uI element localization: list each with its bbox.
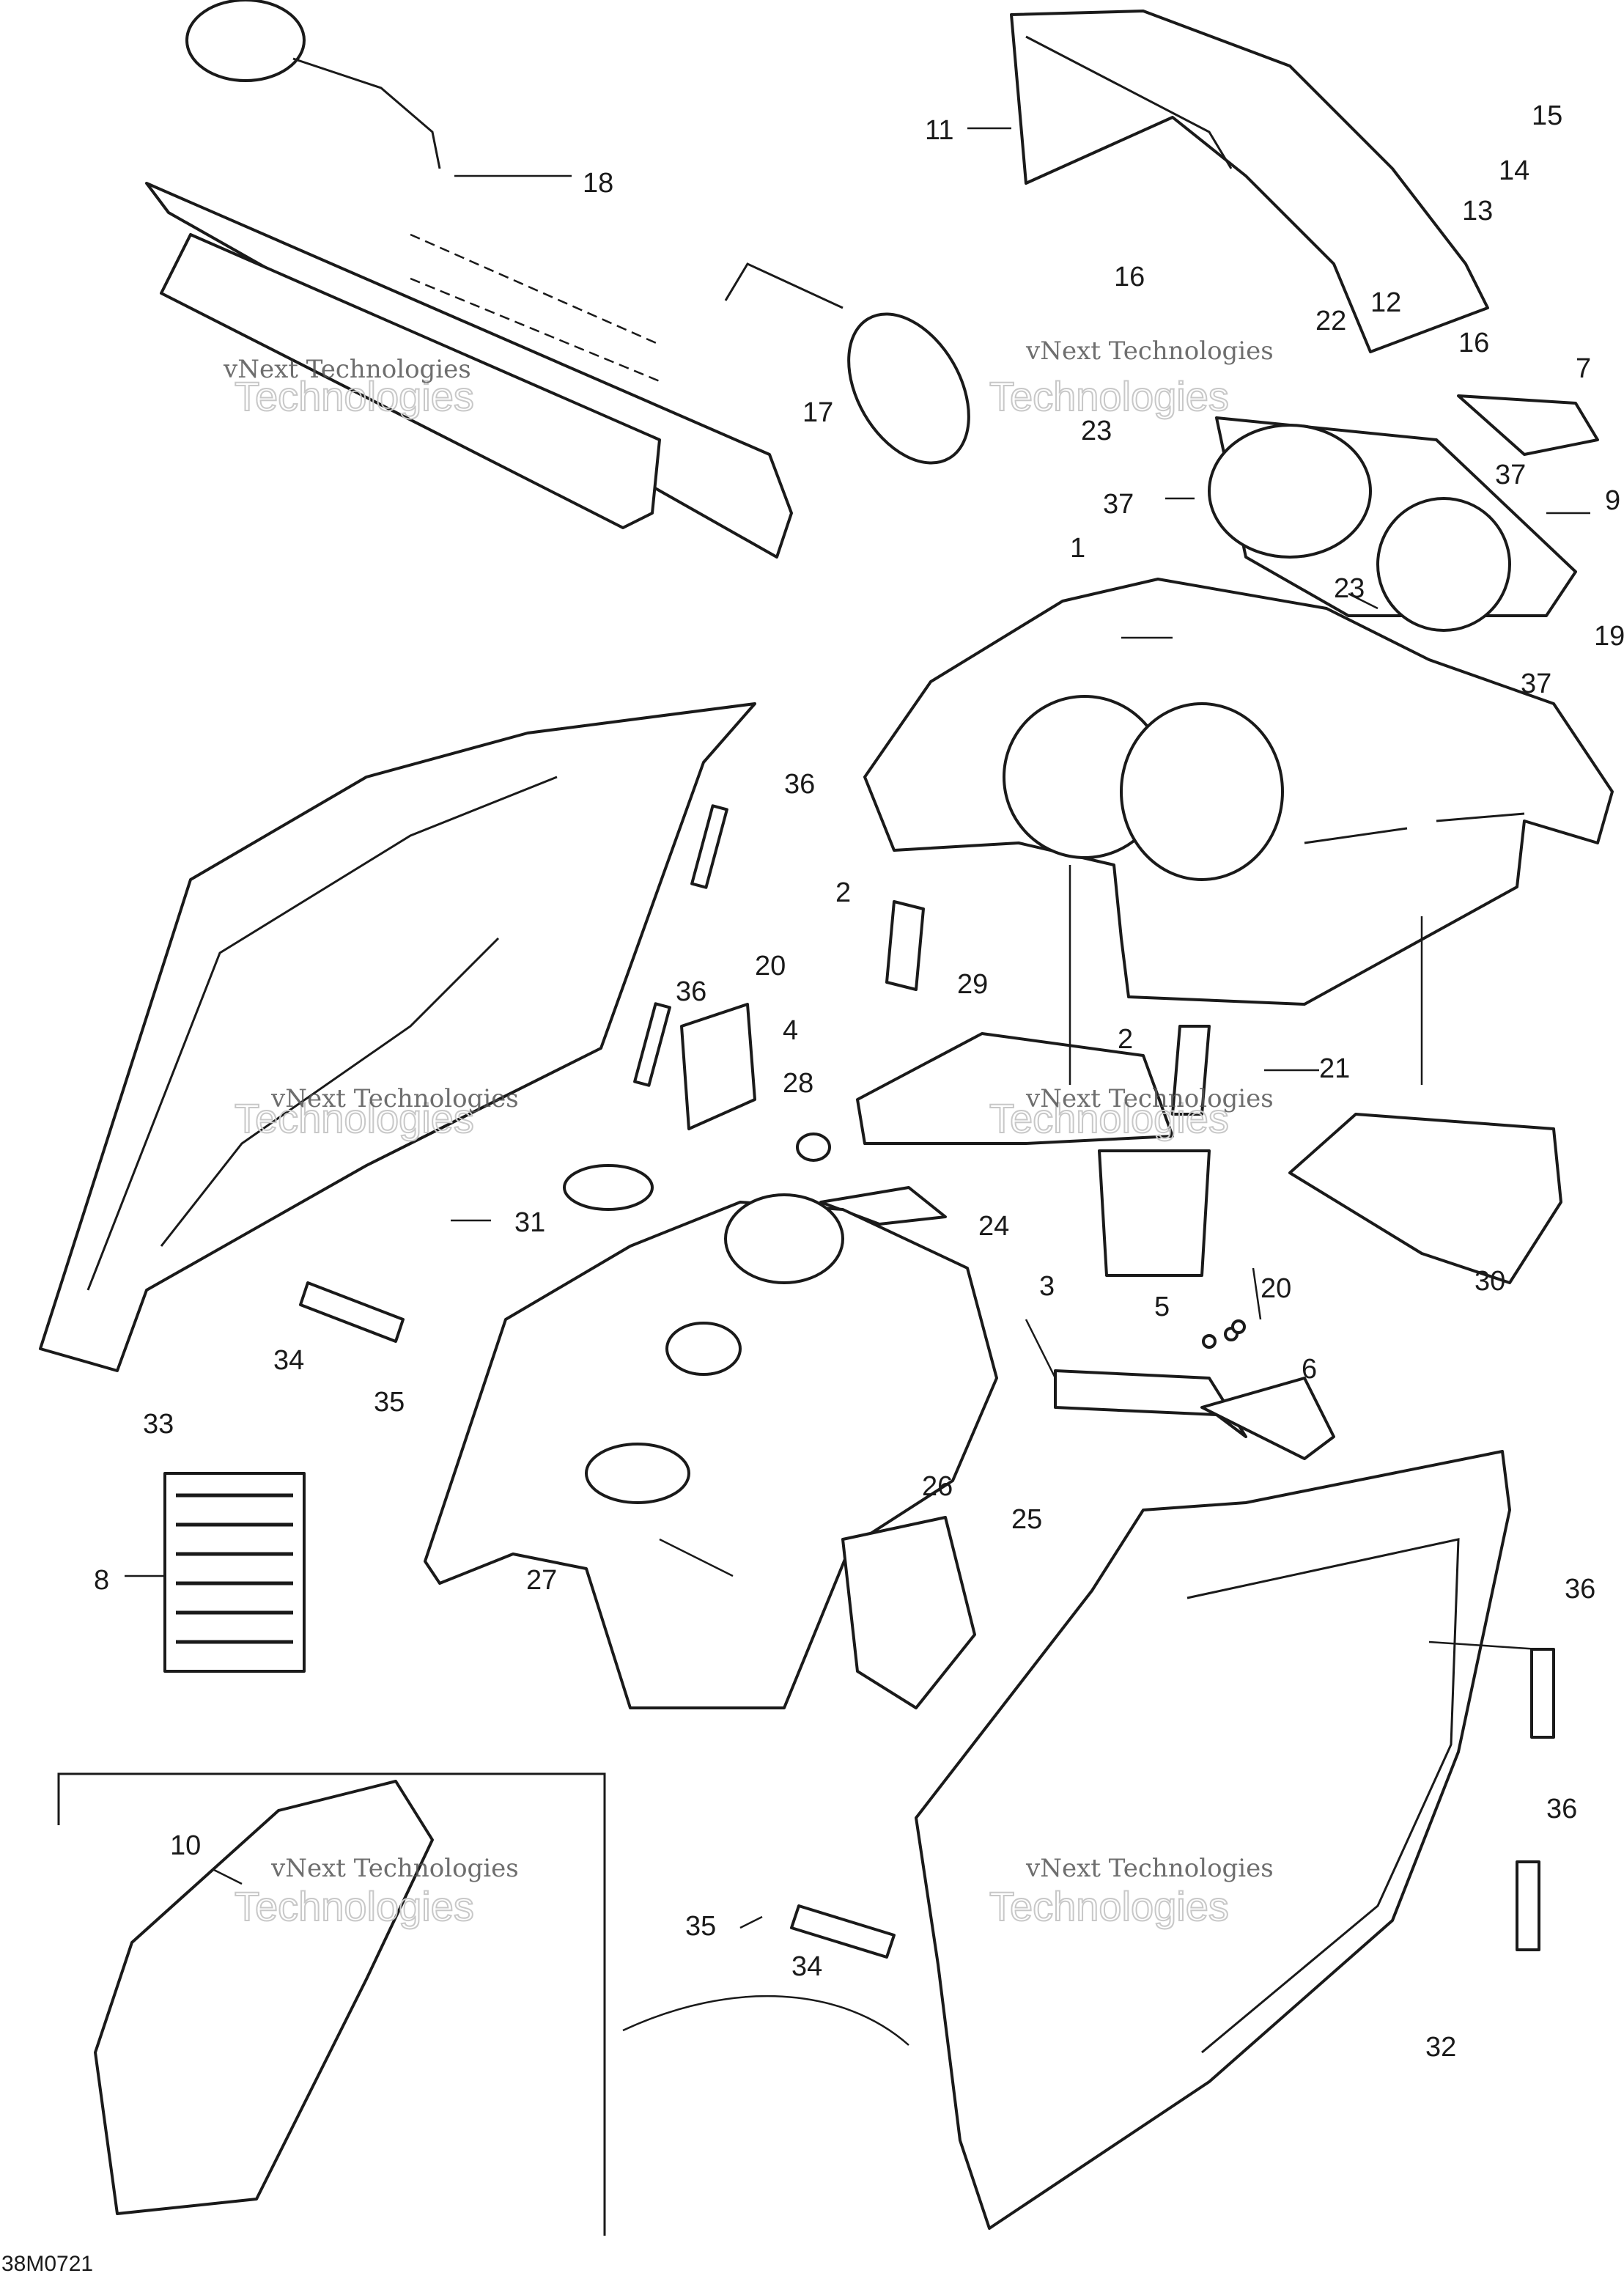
callout-8: 8 [94,1565,109,1596]
callout-30: 30 [1474,1266,1505,1297]
callout-24: 24 [978,1211,1009,1242]
watermarks: Technologies vNext Technologies Technolo… [223,336,1274,1930]
callout-5: 5 [1154,1292,1170,1322]
leader-lines [125,127,1590,2046]
watermark-text-6: vNext Technologies [1025,1854,1274,1883]
retainer-36d [1516,1860,1540,1951]
retainer-36c [1530,1648,1555,1739]
callout-23b: 23 [1334,573,1365,604]
callout-4: 4 [783,1015,798,1046]
callout-35b: 35 [685,1911,716,1942]
callout-9: 9 [1605,485,1620,516]
callout-18: 18 [583,168,613,199]
callout-6: 6 [1302,1354,1317,1385]
callout-13: 13 [1462,196,1493,227]
callout-17: 17 [802,397,833,428]
callout-14: 14 [1499,155,1529,186]
inset-panel-10 [57,1772,606,2236]
callout-10: 10 [170,1830,201,1861]
watermark-outline-4: Technologies [989,1095,1229,1141]
gauge-support [1208,394,1599,632]
callout-2b: 2 [1118,1024,1133,1055]
bracket-2b [1171,1025,1211,1116]
callout-21: 21 [1319,1053,1350,1084]
callout-22: 22 [1315,306,1346,336]
watermark-outline-6: Technologies [989,1883,1229,1929]
callout-37a: 37 [1103,489,1134,520]
center-console [424,1164,998,1709]
gauge-cover [1457,394,1599,456]
seat-30 [1288,1113,1562,1284]
callout-36d: 36 [1546,1794,1577,1824]
watermark-outline-1: Technologies [235,373,474,419]
callout-7: 7 [1576,353,1591,384]
callout-20a: 20 [755,951,786,982]
callout-34a: 34 [273,1345,304,1376]
bracket-6 [1200,1377,1335,1460]
callout-28: 28 [783,1068,813,1099]
callout-23a: 23 [1081,416,1112,446]
drawing-code: 38M0721 [1,2252,93,2276]
callout-32: 32 [1425,2032,1456,2063]
windshield [1010,10,1489,353]
watermark-text-5: vNext Technologies [270,1854,519,1883]
callout-29: 29 [957,969,988,1000]
levers [299,1281,896,1959]
watermark-text-2: vNext Technologies [1025,336,1274,366]
bracket-3 [1054,1369,1247,1438]
watermark-text-3: vNext Technologies [270,1084,519,1113]
callout-19: 19 [1594,621,1624,652]
panel-29 [856,1032,1174,1145]
callout-35a: 35 [374,1387,405,1418]
callout-26: 26 [922,1471,953,1502]
callout-3: 3 [1039,1271,1055,1302]
callout-31: 31 [514,1207,545,1238]
callout-15: 15 [1532,100,1562,131]
callout-34b: 34 [791,1951,822,1982]
safety-label-8 [163,1472,306,1673]
callout-12: 12 [1370,287,1401,318]
left-mirror [185,0,306,82]
bracket-4 [680,1003,756,1130]
left-side-panel [39,702,756,1372]
callout-36a: 36 [784,769,815,800]
callout-20b: 20 [1261,1273,1291,1304]
callout-27: 27 [526,1565,557,1596]
callout-16a: 16 [1114,262,1145,292]
callout-25: 25 [1011,1504,1042,1535]
callout-11: 11 [925,115,953,146]
watermark-text-4: vNext Technologies [1025,1084,1274,1113]
callout-36c: 36 [1565,1574,1595,1605]
lever-34b [790,1904,896,1959]
right-mirror [847,312,970,465]
right-side-panel [915,1450,1555,2230]
lever-34a [299,1281,405,1343]
bracket-parts-right [841,1319,1335,1709]
panel-25 [841,1516,976,1709]
callout-1: 1 [1070,533,1085,564]
callout-16b: 16 [1458,328,1489,358]
retainer-36a [690,804,728,889]
callout-37c: 37 [1521,669,1551,699]
handlebar-assembly [145,0,970,559]
retainer-36b [633,1002,671,1087]
callouts: 1 2 2 3 4 5 6 7 8 9 10 11 12 13 14 15 16… [94,100,1624,2063]
watermark-outline-5: Technologies [235,1883,474,1929]
callout-33: 33 [143,1409,174,1440]
callout-2a: 2 [835,877,851,908]
watermark-outline-2: Technologies [989,373,1229,419]
watermark-text-1: vNext Technologies [223,355,471,384]
cap-28 [796,1133,831,1162]
small-parts-center [680,900,1562,1284]
bracket-2a [885,900,925,991]
callout-36b: 36 [676,976,706,1007]
callout-37b: 37 [1495,460,1526,490]
ring-31 [563,1164,654,1211]
watermark-outline-3: Technologies [235,1095,474,1141]
front-body-panel [863,578,1614,1006]
